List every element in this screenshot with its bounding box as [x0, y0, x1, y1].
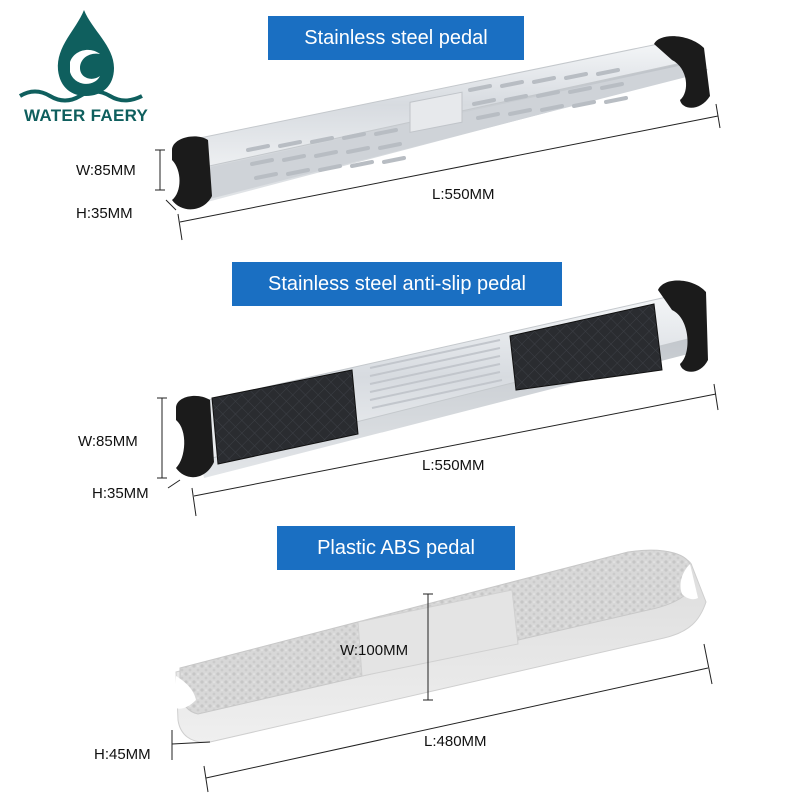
water-drop-wave-icon	[18, 10, 143, 103]
length-label: L:550MM	[422, 457, 485, 474]
length-label: L:550MM	[432, 186, 495, 203]
product-title-anti-slip-pedal: Stainless steel anti-slip pedal	[232, 262, 562, 306]
dimension-lines	[155, 103, 721, 793]
abs-pedal-image	[175, 549, 707, 743]
width-label: W:85MM	[78, 433, 138, 450]
height-label: H:35MM	[92, 485, 149, 502]
height-label: H:35MM	[76, 205, 133, 222]
length-label: L:480MM	[424, 733, 487, 750]
stainless-steel-pedal-image	[172, 36, 710, 210]
width-label: W:85MM	[76, 162, 136, 179]
brand-name: WATER FAERY	[24, 106, 149, 125]
width-label: W:100MM	[340, 642, 409, 659]
anti-slip-pedal-image	[176, 280, 708, 478]
product-title-abs-pedal: Plastic ABS pedal	[277, 526, 515, 570]
product-title-stainless-steel-pedal: Stainless steel pedal	[268, 16, 524, 60]
height-label: H:45MM	[94, 746, 151, 763]
